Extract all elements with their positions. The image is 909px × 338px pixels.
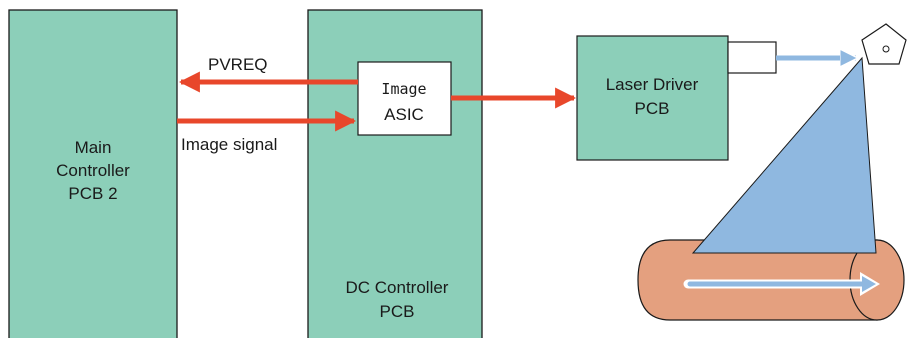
main-controller-label-line1: Main [75,138,112,157]
scanned-beam-fan [691,56,877,254]
main-controller-label-line2: Controller [56,161,130,180]
main-controller-pcb-block: Main Controller PCB 2 [8,9,178,338]
scan-direction-arrowhead [862,276,876,292]
image-asic-label-line1: Image [381,80,426,98]
dc-controller-pcb-block: DC Controller PCB [307,9,483,338]
image-asic-block: Image ASIC [357,61,452,136]
dc-controller-label-line2: PCB [380,302,415,321]
laser-driver-label-line1: Laser Driver [606,75,699,94]
laser-driver-pcb-block: Laser Driver PCB [576,35,729,161]
main-controller-label-line3: PCB 2 [68,184,117,203]
laser-diode-icon [727,41,777,74]
laser-driver-label-line2: PCB [635,99,670,118]
dc-controller-label-line1: DC Controller [346,278,449,297]
image-asic-label-line2: ASIC [384,105,424,124]
pvreq-label: PVREQ [208,55,268,74]
polygon-mirror-icon [861,23,907,65]
image-signal-label: Image signal [181,135,277,154]
